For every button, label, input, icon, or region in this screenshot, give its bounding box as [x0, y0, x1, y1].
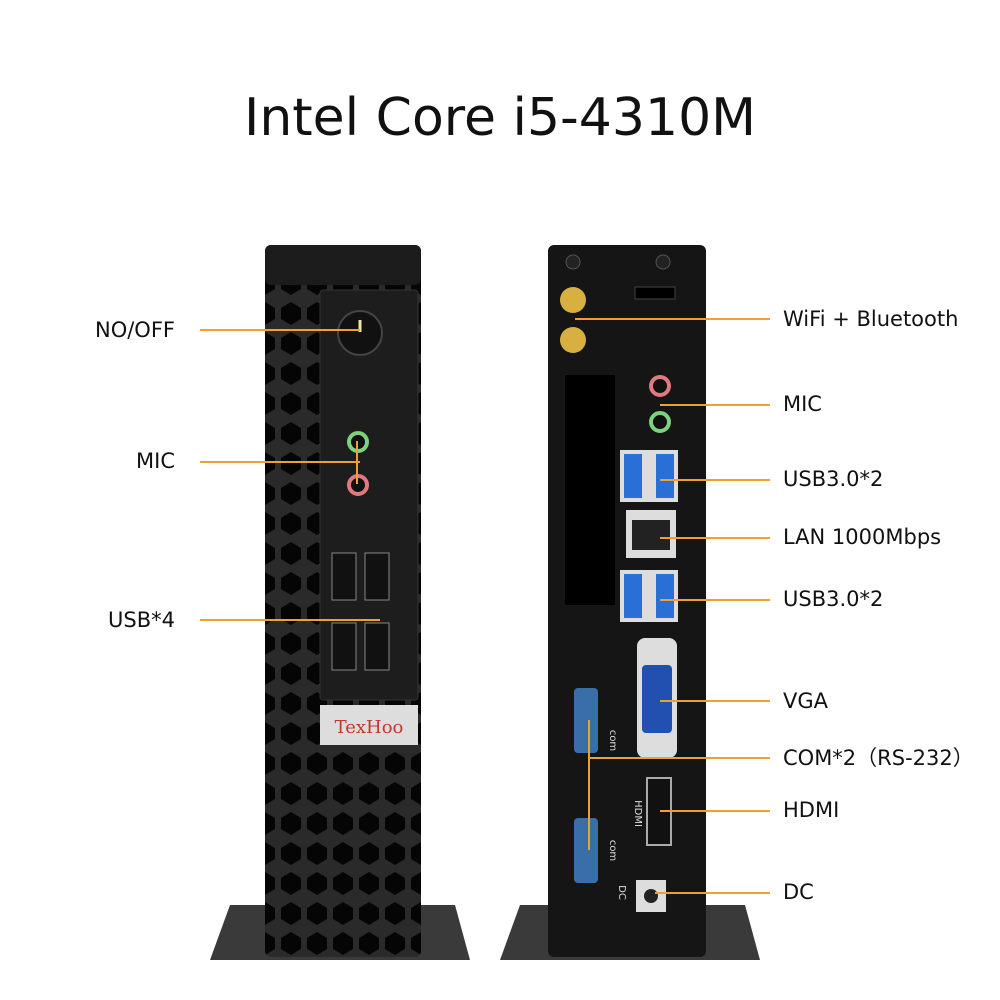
label-front-usb: USB*4 — [108, 608, 175, 632]
page-title: Intel Core i5-4310M — [243, 88, 757, 148]
rear-unit — [500, 245, 760, 960]
label-com: COM*2（RS-232） — [783, 746, 974, 770]
com-mark: com — [607, 729, 619, 752]
label-lan: LAN 1000Mbps — [783, 525, 942, 549]
power-button[interactable] — [337, 310, 383, 356]
label-dc: DC — [783, 880, 814, 904]
label-usb3-top: USB3.0*2 — [783, 467, 884, 491]
label-usb3-bottom: USB3.0*2 — [783, 587, 884, 611]
dc-mark: DC — [615, 885, 627, 900]
label-vga: VGA — [783, 689, 829, 713]
hdmi-mark: HDMI — [631, 800, 643, 827]
front-unit — [210, 245, 470, 960]
label-hdmi: HDMI — [783, 798, 840, 822]
label-power: NO/OFF — [94, 318, 175, 342]
brand-logo: TexHoo — [334, 717, 404, 738]
label-front-mic: MIC — [136, 449, 175, 473]
com-mark-2: com — [607, 839, 619, 862]
label-rear-mic: MIC — [783, 392, 822, 416]
label-wifi: WiFi + Bluetooth — [783, 307, 959, 331]
